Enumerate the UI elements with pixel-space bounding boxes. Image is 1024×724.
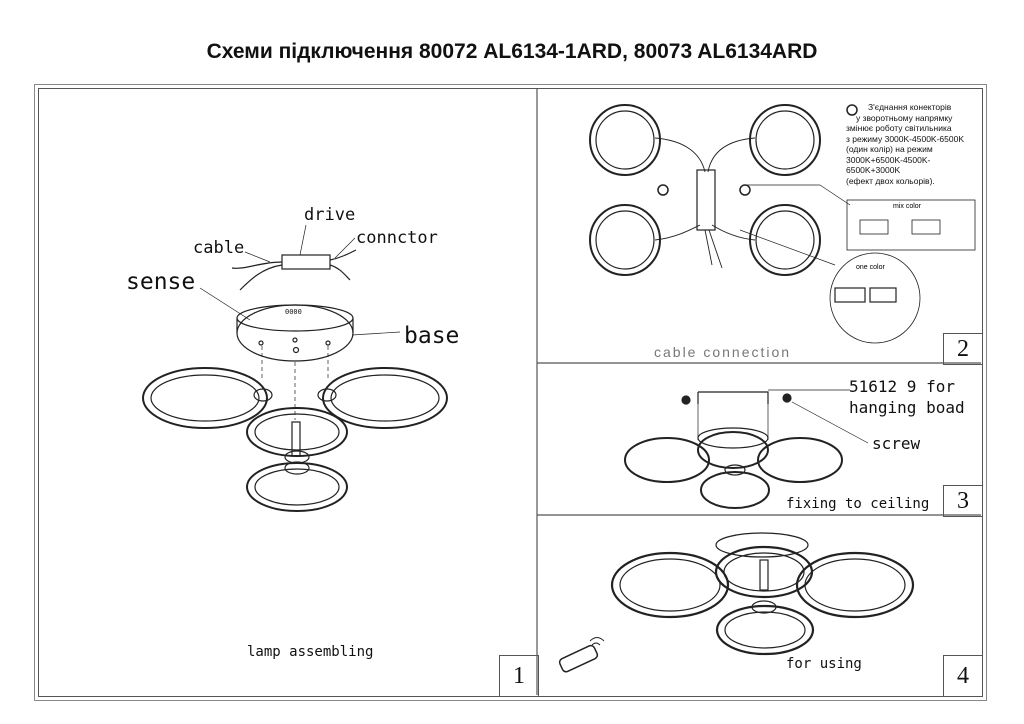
driver-box (696, 169, 716, 231)
panel4-drawing (558, 532, 915, 673)
note-line: (ефект двох кольорів). (846, 175, 935, 186)
base-code: 0000 (285, 308, 302, 316)
remote-control-icon (558, 644, 599, 673)
note-line: змінює роботу світильника (846, 123, 952, 133)
connector-note: З'єднання конекторів у зворотньому напря… (846, 102, 964, 186)
one-color-circle (829, 252, 921, 344)
driver-wires (231, 249, 357, 291)
label-line: hanging boad (849, 398, 965, 417)
panel3-drawing (624, 389, 869, 509)
rotate-arrows-icon (739, 184, 751, 196)
note-line: З'єднання конекторів (868, 102, 952, 112)
note-line: (один колір) на режим (846, 144, 933, 154)
panel-number-4: 4 (943, 655, 983, 697)
caption-fixing-to-ceiling: fixing to ceiling (786, 496, 930, 512)
screw-right (782, 393, 792, 403)
label-sense: sense (126, 269, 196, 295)
hanging-board (697, 391, 769, 404)
label-mix-color: mix color (893, 203, 922, 210)
mix-color-box (846, 199, 976, 251)
rotate-arrows-icon (846, 104, 858, 116)
caption-for-using: for using (786, 656, 862, 672)
note-line: 6500K+3000K (846, 165, 901, 175)
caption-cable-connection: cable connection (654, 344, 792, 360)
caption-lamp-assembling: lamp assembling (247, 644, 374, 660)
note-line: 3000K+6500K-4500K- (846, 154, 931, 165)
label-line: 51612 9 for (849, 377, 955, 396)
panel2-drawing (589, 104, 976, 344)
note-line: у зворотньому напрямку (856, 112, 953, 123)
label-base: base (404, 323, 460, 349)
driver-box (281, 254, 331, 270)
label-hanging-board: 51612 9 for hanging boad (849, 376, 965, 418)
panel-number-1: 1 (499, 655, 539, 697)
panel-number-2: 2 (943, 333, 983, 365)
label-drive: drive (304, 205, 356, 225)
label-one-color: one color (856, 264, 885, 271)
page-title: Схеми підключення 80072 AL6134-1ARD, 800… (206, 40, 818, 63)
label-screw: screw (872, 434, 921, 453)
panel-number-3: 3 (943, 485, 983, 517)
screw-left (681, 395, 691, 405)
label-cable: cable (193, 238, 245, 258)
rotate-arrows-icon (657, 184, 669, 196)
label-connector: connctor (356, 228, 438, 248)
note-line: з режиму 3000K-4500K-6500K (846, 133, 964, 144)
panel1-drawing (142, 224, 448, 512)
